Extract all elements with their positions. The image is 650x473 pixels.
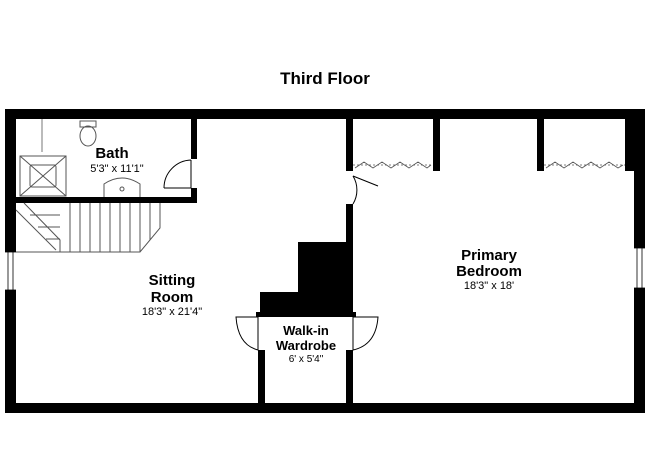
closet-walls [346,119,634,171]
sink-icon [103,177,141,197]
shower-icon [19,155,67,197]
primary-bedroom-dims: 18'3" x 18' [464,280,514,292]
bath-walls [16,119,197,203]
sitting-room-label-line1: Sitting [149,272,196,289]
closet-bifold-doors [353,161,625,169]
wardrobe-label-line1: Walk-in [283,323,329,338]
bath-label: Bath [95,145,128,162]
bath-dims: 5'3" x 11'1" [90,163,143,175]
wardrobe-dims: 6' x 5'4" [289,354,324,365]
bath-fixtures [19,119,141,197]
bath-door [163,159,192,189]
sitting-room-label-line2: Room [151,289,194,306]
wardrobe-label-line2: Wardrobe [276,338,336,353]
wardrobe-doors [235,316,379,351]
primary-bedroom-label-line2: Bedroom [456,263,522,280]
window-left [5,251,16,291]
window-right [634,247,645,289]
wardrobe-walls [256,312,356,403]
sitting-room-dims: 18'3" x 21'4" [142,306,202,318]
bedroom-door [346,175,379,316]
toilet-icon [79,125,97,147]
chimney-block [260,242,346,312]
primary-bedroom-label-line1: Primary [461,247,518,264]
floor-title: Third Floor [280,69,370,88]
stairs [15,202,161,253]
